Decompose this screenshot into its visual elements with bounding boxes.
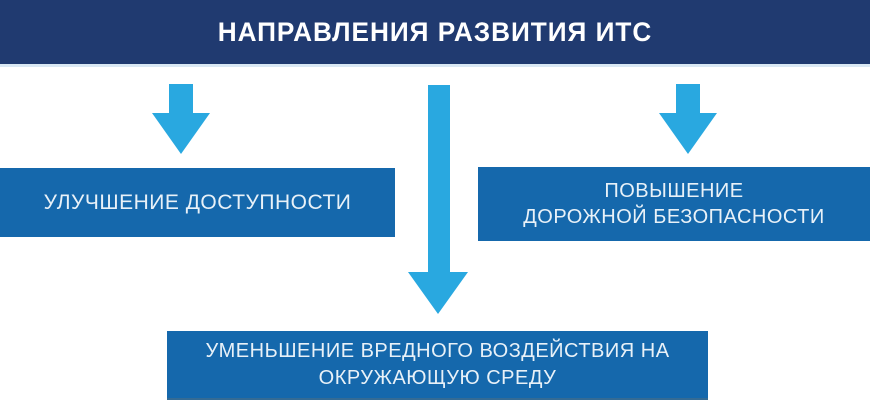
diagram-header: НАПРАВЛЕНИЯ РАЗВИТИЯ ИТС bbox=[0, 0, 870, 67]
arrow-stem bbox=[169, 84, 193, 113]
diagram-title: НАПРАВЛЕНИЯ РАЗВИТИЯ ИТС bbox=[217, 16, 653, 47]
box-environmental-impact-reduction: УМЕНЬШЕНИЕ ВРЕДНОГО ВОЗДЕЙСТВИЯ НА ОКРУЖ… bbox=[167, 331, 708, 400]
down-arrow-icon bbox=[659, 84, 717, 154]
box-label-line2: ОКРУЖАЮЩУЮ СРЕДУ bbox=[318, 366, 557, 389]
box-label: УЛУЧШЕНИЕ ДОСТУПНОСТИ bbox=[43, 190, 352, 214]
down-arrow-icon bbox=[408, 85, 468, 314]
box-label-line1: УМЕНЬШЕНИЕ ВРЕДНОГО ВОЗДЕЙСТВИЯ НА bbox=[205, 339, 670, 362]
arrow-stem bbox=[428, 85, 450, 273]
arrow-head bbox=[659, 113, 717, 154]
arrow-head bbox=[152, 113, 210, 154]
arrow-stem bbox=[676, 84, 700, 113]
down-arrow-icon bbox=[152, 84, 210, 154]
box-label-line1: ПОВЫШЕНИЕ bbox=[604, 180, 744, 202]
box-road-safety-increase: ПОВЫШЕНИЕ ДОРОЖНОЙ БЕЗОПАСНОСТИ bbox=[478, 167, 870, 241]
box-label-line2: ДОРОЖНОЙ БЕЗОПАСНОСТИ bbox=[523, 206, 825, 228]
box-accessibility-improvement: УЛУЧШЕНИЕ ДОСТУПНОСТИ bbox=[0, 168, 395, 237]
arrow-head bbox=[408, 272, 468, 314]
